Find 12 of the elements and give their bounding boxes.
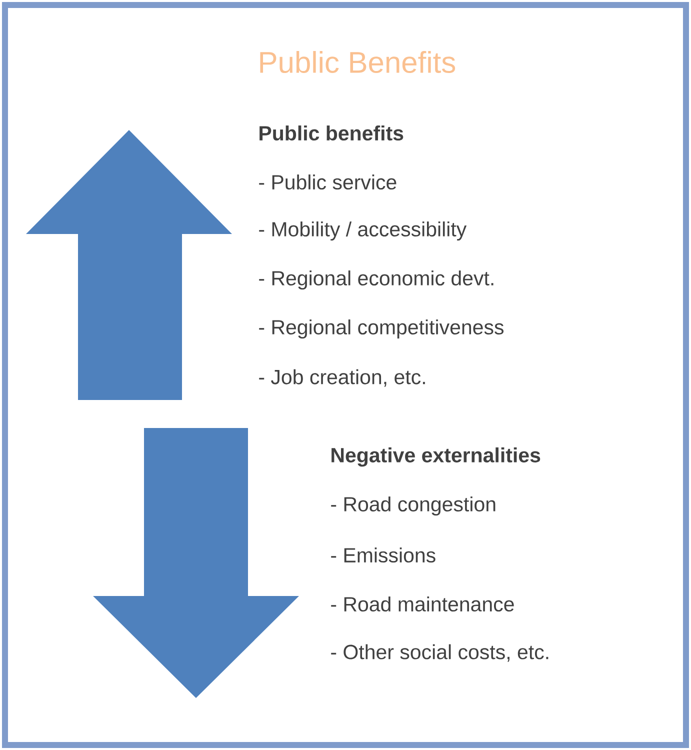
list-item: - Emissions <box>331 547 436 563</box>
list-item: - Regional economic devt. <box>259 270 494 290</box>
list-item: - Regional competitiveness <box>259 319 504 339</box>
list-item: - Mobility / accessibility <box>259 221 467 241</box>
list-item: - Public service <box>259 174 396 190</box>
heading: Public benefits <box>260 125 404 141</box>
list-item: - Road congestion <box>331 496 496 516</box>
list-item: - Other social costs, etc. <box>331 644 548 662</box>
list-item: - Road maintenance <box>331 596 514 612</box>
heading: Negative externalities <box>332 447 540 467</box>
title: Public Benefits <box>260 50 456 74</box>
list-item: - Job creation, etc. <box>259 369 425 387</box>
